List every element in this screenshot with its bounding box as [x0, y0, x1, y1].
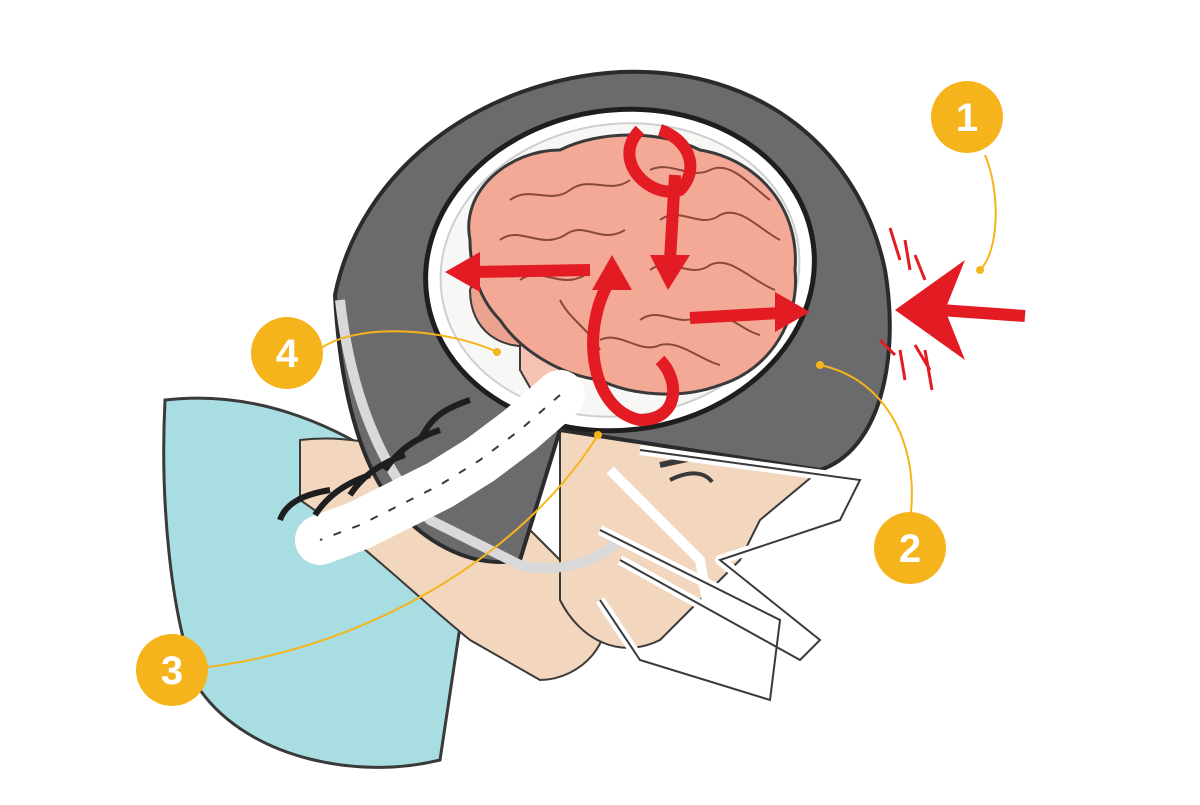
brain-motion-arrows — [445, 124, 810, 427]
callout-4-number: 4 — [276, 332, 299, 376]
arrow-right-head — [775, 292, 810, 332]
callout-1-number: 1 — [956, 96, 978, 140]
eye — [669, 471, 714, 484]
arrow-rotate-bottom — [587, 276, 679, 427]
callout-2: 2 — [874, 512, 946, 584]
face-mask-outline — [599, 449, 862, 702]
arrow-right — [689, 307, 781, 324]
leader-3-dot — [594, 431, 602, 439]
leader-1 — [979, 154, 997, 271]
arrow-left-head — [445, 252, 480, 292]
leader-4-dot — [493, 348, 501, 356]
arrow-down-head — [650, 255, 690, 290]
leader-4 — [317, 330, 498, 353]
leader-1-dot — [976, 266, 984, 274]
leader-2 — [819, 364, 913, 521]
arrow-up-head — [592, 255, 632, 290]
callout-3-number: 3 — [161, 649, 183, 693]
callout-2-number: 2 — [899, 527, 921, 571]
callout-3: 3 — [136, 634, 208, 706]
callout-4: 4 — [251, 317, 323, 389]
callout-1: 1 — [931, 81, 1003, 153]
arrow-down — [664, 174, 681, 261]
impact-arrow-icon — [878, 227, 1026, 391]
arrow-left — [469, 264, 591, 278]
cervical-spine — [277, 370, 585, 565]
leader-3 — [199, 434, 599, 669]
leader-2-dot — [816, 361, 824, 369]
